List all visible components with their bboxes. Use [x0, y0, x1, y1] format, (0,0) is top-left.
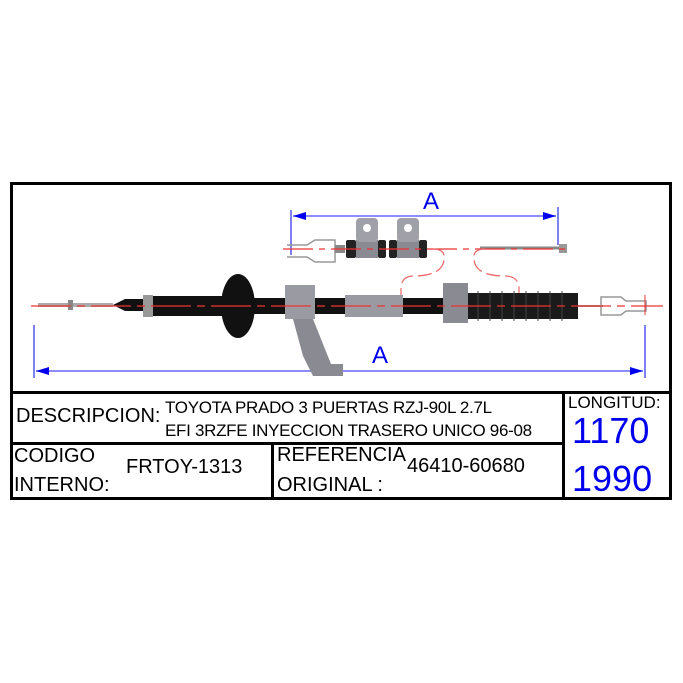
referencia-value: 46410-60680 [407, 455, 525, 477]
divider [10, 442, 565, 445]
descripcion-line2: EFI 3RZFE INYECCION TRASERO UNICO 96-08 [165, 421, 532, 440]
longitud-value-2: 1990 [572, 458, 653, 499]
longitud-label: LONGITUD: [568, 393, 661, 412]
divider [562, 391, 565, 497]
codigo-label: CODIGO [14, 445, 96, 467]
divider [10, 391, 669, 394]
longitud-value-1: 1170 [572, 410, 650, 451]
upper-cable-subassembly [283, 218, 569, 296]
divider [271, 442, 274, 497]
dimension-label-bottom: A [372, 342, 388, 369]
drawing-frame [10, 182, 672, 500]
cable-drawing: A A [31, 188, 663, 378]
dimension-label-top: A [423, 188, 439, 215]
top-dimension: A [290, 188, 559, 255]
original-label: ORIGINAL : [277, 474, 383, 496]
main-cable [31, 274, 663, 376]
referencia-label: REFERENCIA [277, 444, 406, 466]
descripcion-label: DESCRIPCION: [16, 405, 161, 427]
descripcion-line1: TOYOTA PRADO 3 PUERTAS RZJ-90L 2.7L [165, 398, 492, 417]
interno-label: INTERNO: [14, 474, 110, 496]
codigo-value: FRTOY-1313 [126, 456, 243, 478]
